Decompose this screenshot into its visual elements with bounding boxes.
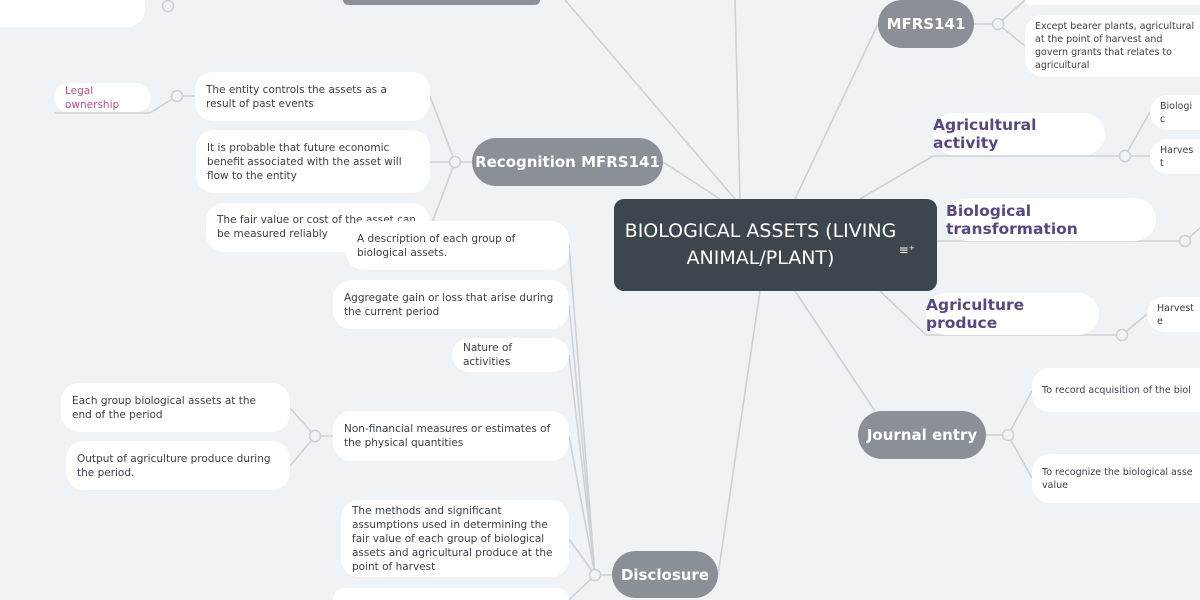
connector-line — [564, 0, 736, 200]
nonfin-item-1[interactable]: Each group biological assets at the end … — [61, 383, 290, 432]
collapse-toggle[interactable] — [1115, 328, 1129, 342]
connector-line — [429, 95, 456, 163]
collapse-toggle[interactable] — [588, 568, 602, 582]
connector-line — [734, 0, 741, 200]
note-legal-ownership[interactable]: Legal ownership — [54, 83, 151, 112]
disclosure-item-4[interactable]: Non-financial measures or estimates of t… — [333, 411, 569, 461]
notes-icon[interactable]: ≡⁺ — [898, 243, 915, 257]
connector-line — [662, 161, 721, 200]
connector-line — [859, 155, 934, 200]
branch-recognition[interactable]: Recognition MFRS141 — [472, 138, 663, 186]
collapse-toggle[interactable] — [1178, 234, 1192, 248]
disclosure-item-2[interactable]: Aggregate gain or loss that arise during… — [333, 280, 569, 329]
connector-line — [1007, 434, 1033, 479]
connector-line — [568, 244, 596, 576]
connector-line — [429, 161, 456, 229]
nonfin-item-2[interactable]: Output of agriculture produce during the… — [66, 441, 290, 490]
subtopic-biological-transformation[interactable]: Biological transformation — [946, 198, 1156, 241]
partial-branch-top[interactable] — [343, 0, 540, 5]
connector-line — [879, 290, 927, 336]
collapse-toggle[interactable] — [1001, 428, 1015, 442]
mfrs141-item-1[interactable]: Except bearer plants, agricultural at th… — [1025, 15, 1200, 77]
connector-line — [568, 304, 596, 576]
central-title: BIOLOGICAL ASSETS (LIVING ANIMAL/PLANT) — [624, 220, 897, 269]
collapse-toggle[interactable] — [170, 89, 184, 103]
collapse-toggle[interactable] — [1118, 149, 1132, 163]
disclosure-item-5[interactable]: The methods and significant assumptions … — [341, 500, 569, 577]
journal-item-1[interactable]: To record acquisition of the biol — [1032, 368, 1200, 412]
connector-line — [1007, 390, 1033, 436]
collapse-toggle[interactable] — [991, 17, 1005, 31]
disclosure-item-1[interactable]: A description of each group of biologica… — [346, 221, 569, 270]
recognition-item-2[interactable]: It is probable that future economic bene… — [196, 130, 430, 193]
subtopic-agricultural-activity[interactable]: Agricultural activity — [933, 113, 1105, 155]
branch-disclosure[interactable]: Disclosure — [612, 551, 718, 598]
partial-leaf-top-left[interactable] — [0, 0, 145, 27]
connector-line — [289, 435, 316, 467]
connector-line — [717, 290, 761, 576]
collapse-toggle[interactable] — [448, 155, 462, 169]
connector-line — [794, 23, 879, 200]
recognition-item-1[interactable]: The entity controls the assets as a resu… — [195, 72, 430, 121]
collapse-toggle[interactable] — [161, 0, 175, 13]
journal-item-2[interactable]: To recognize the biological asse value — [1032, 454, 1200, 503]
agri-produce-item-1[interactable]: Harveste — [1147, 297, 1200, 332]
connector-line — [568, 354, 596, 576]
connector-line — [568, 538, 596, 576]
disclosure-item-3[interactable]: Nature of activities — [452, 338, 569, 372]
connector-line — [794, 290, 876, 412]
agri-activity-item-2[interactable]: Harvest — [1150, 139, 1200, 174]
disclosure-item-6-partial[interactable] — [333, 588, 569, 600]
branch-journal-entry[interactable]: Journal entry — [858, 411, 986, 459]
central-topic[interactable]: BIOLOGICAL ASSETS (LIVING ANIMAL/PLANT) … — [614, 199, 937, 291]
agri-activity-item-1[interactable]: Biologic — [1150, 95, 1200, 130]
subtopic-agriculture-produce[interactable]: Agriculture produce — [926, 293, 1099, 335]
collapse-toggle[interactable] — [308, 429, 322, 443]
mfrs141-item-partial[interactable] — [1025, 0, 1200, 5]
connector-line — [568, 435, 596, 576]
connector-line — [1124, 111, 1151, 157]
branch-mfrs141[interactable]: MFRS141 — [878, 0, 974, 48]
